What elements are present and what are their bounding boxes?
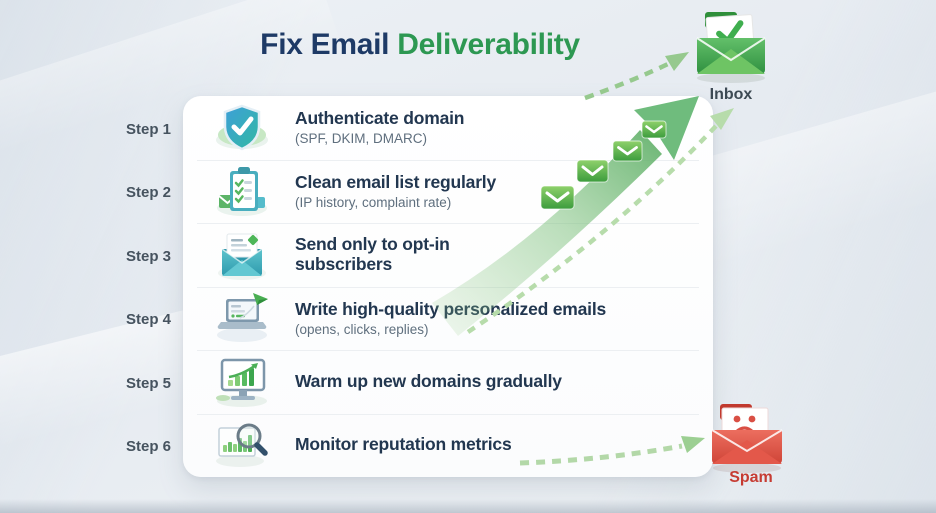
step-icon-wrap <box>203 165 281 217</box>
step-texts: Authenticate domain (SPF, DKIM, DMARC) <box>295 109 464 146</box>
inbox-label: Inbox <box>709 86 753 103</box>
step-texts: Send only to opt-in subscribers <box>295 234 510 274</box>
step-row-4: Step 4 Write high-quality personalized e… <box>126 286 713 351</box>
step-label-4: Step 4 <box>125 311 171 329</box>
page-title: Fix Email Deliverability <box>190 28 650 62</box>
title-prefix: Fix Email <box>260 28 390 61</box>
step-icon-wrap <box>203 356 281 408</box>
shield-check-icon <box>216 104 268 151</box>
step-row-5: Step 5 Warm up new domains gradually <box>126 350 713 414</box>
step-subtitle: (IP history, complaint rate) <box>295 194 452 210</box>
step-row-6: Step 6 Monitor reputation metrics <box>126 413 713 478</box>
step-heading: Monitor reputation metrics <box>295 434 512 455</box>
step-label-6: Step 6 <box>125 438 171 456</box>
step-icon-wrap <box>203 292 281 344</box>
step-heading: Send only to opt-in subscribers <box>295 234 450 274</box>
steps-card: Step 1 Authenticate domain (SPF, DKIM, D… <box>126 96 713 478</box>
inbox-folder-icon <box>696 12 766 83</box>
step-label-5: Step 5 <box>125 374 171 392</box>
step-row-3: Step 3 Send only to opt-in subscribers <box>126 223 713 287</box>
step-texts: Write high-quality personalized emails (… <box>295 298 607 337</box>
step-heading: Clean email list regularly <box>295 171 496 192</box>
step-texts: Clean email list regularly (IP history, … <box>295 171 496 210</box>
step-label-2: Step 2 <box>125 184 171 202</box>
laptop-send-icon <box>217 293 268 343</box>
clipboard-checklist-icon <box>217 167 267 217</box>
step-icon-wrap <box>203 229 281 281</box>
step-texts: Warm up new domains gradually <box>295 370 562 392</box>
step-row-2: Step 2 Clean email list regularly (IP hi… <box>126 159 713 224</box>
step-row-1: Step 1 Authenticate domain (SPF, DKIM, D… <box>126 96 713 160</box>
open-envelope-icon <box>218 233 266 280</box>
magnifier-chart-icon <box>216 423 268 468</box>
bar-growth-monitor-icon <box>216 358 267 407</box>
step-texts: Monitor reputation metrics <box>295 434 512 455</box>
step-label-3: Step 3 <box>125 247 171 265</box>
step-subtitle: (SPF, DKIM, DMARC) <box>295 131 428 147</box>
spam-folder-icon <box>711 404 783 473</box>
step-icon-wrap <box>203 419 281 471</box>
step-icon-wrap <box>203 102 281 154</box>
title-highlight: Deliverability <box>397 28 580 61</box>
step-label-1: Step 1 <box>125 120 171 138</box>
step-subtitle: (opens, clicks, replies) <box>295 321 429 337</box>
step-heading: Write high-quality personalized emails <box>295 298 607 319</box>
step-heading: Warm up new domains gradually <box>295 370 562 391</box>
spam-label: Spam <box>729 469 773 486</box>
step-heading: Authenticate domain <box>295 108 465 129</box>
